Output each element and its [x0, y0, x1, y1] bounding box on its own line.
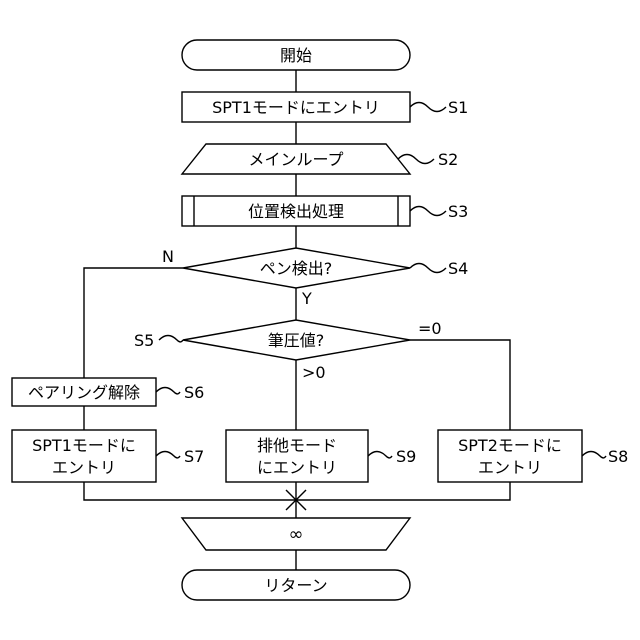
return-text: リターン	[264, 576, 327, 595]
s9-node: 排他モード にエントリ	[226, 430, 368, 482]
s2-node: メインループ	[182, 144, 410, 174]
step-label-s4: S4	[448, 259, 468, 278]
connector-s5-s8	[410, 340, 510, 430]
step-label-s6: S6	[184, 383, 204, 402]
s1-leader	[410, 103, 446, 112]
s7-node: SPT1モードに エントリ	[12, 430, 156, 482]
return-node: リターン	[182, 570, 410, 600]
s8-node: SPT2モードに エントリ	[438, 430, 582, 482]
s8-leader	[582, 452, 606, 458]
s7-text-line1: SPT1モードに	[32, 436, 136, 455]
start-node: 開始	[182, 40, 410, 70]
step-label-s9: S9	[396, 447, 416, 466]
step-label-s1: S1	[448, 98, 468, 117]
loop-end-node: ∞	[182, 518, 410, 550]
loop-end-text: ∞	[289, 524, 304, 545]
connector-s4-s6	[84, 268, 183, 378]
s7-text-line2: エントリ	[52, 458, 116, 477]
s6-node: ペアリング解除	[12, 378, 156, 406]
s6-leader	[156, 388, 180, 394]
s5-leader	[159, 336, 183, 342]
s3-leader	[410, 207, 446, 216]
s2-text: メインループ	[248, 150, 343, 169]
s4-text: ペン検出?	[260, 259, 333, 278]
s1-node: SPT1モードにエントリ	[182, 92, 410, 122]
s1-text: SPT1モードにエントリ	[212, 98, 380, 117]
s9-leader	[368, 452, 392, 458]
branch-label-s5-positive: >0	[302, 363, 326, 382]
branch-label-s4-no: N	[162, 247, 174, 266]
s8-text-line1: SPT2モードに	[458, 436, 562, 455]
s5-node: 筆圧値?	[183, 320, 410, 360]
step-label-s5: S5	[134, 331, 154, 350]
branch-label-s4-yes: Y	[301, 289, 312, 308]
s7-leader	[156, 452, 180, 458]
start-text: 開始	[280, 46, 312, 65]
s9-text-line1: 排他モード	[257, 436, 337, 455]
s2-leader	[398, 155, 434, 164]
connector-merge	[84, 482, 510, 500]
s9-text-line2: にエントリ	[257, 458, 337, 477]
s3-text: 位置検出処理	[248, 202, 344, 221]
step-label-s8: S8	[608, 447, 628, 466]
step-label-s3: S3	[448, 202, 468, 221]
s3-node: 位置検出処理	[182, 196, 410, 226]
s6-text: ペアリング解除	[28, 383, 140, 402]
s4-leader	[410, 264, 446, 273]
s4-node: ペン検出?	[183, 248, 410, 288]
step-label-s7: S7	[184, 447, 204, 466]
s5-text: 筆圧値?	[268, 331, 325, 350]
step-label-s2: S2	[438, 150, 458, 169]
s8-text-line2: エントリ	[478, 458, 542, 477]
branch-label-s5-zero: =0	[418, 319, 442, 338]
